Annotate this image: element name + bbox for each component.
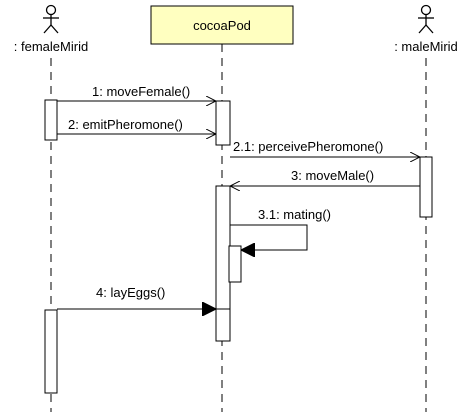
message-4-label: 4: layEggs() (96, 285, 165, 300)
message-2-1-label: 2.1: perceivePheromone() (233, 139, 383, 154)
message-3-1-label: 3.1: mating() (258, 207, 331, 222)
pod-activation-2 (215, 185, 231, 310)
male-lifeline-label: : maleMirid (394, 39, 458, 54)
pod-activation-nested (228, 245, 242, 283)
female-activation-1 (44, 99, 58, 141)
female-activation-2 (44, 309, 58, 394)
pod-object-box (150, 5, 294, 45)
female-lifeline-label: : femaleMirid (14, 39, 88, 54)
pod-lifeline-label: cocoaPod (193, 18, 251, 33)
message-3-1-arrow (230, 224, 308, 250)
female-actor-icon (43, 4, 59, 34)
message-1-label: 1: moveFemale() (92, 84, 190, 99)
message-3-label: 3: moveMale() (291, 168, 374, 183)
male-activation (419, 156, 433, 218)
pod-activation-1 (215, 100, 231, 146)
male-actor-icon (418, 4, 434, 34)
pod-activation-3 (215, 308, 231, 342)
message-2-label: 2: emitPheromone() (68, 117, 183, 132)
